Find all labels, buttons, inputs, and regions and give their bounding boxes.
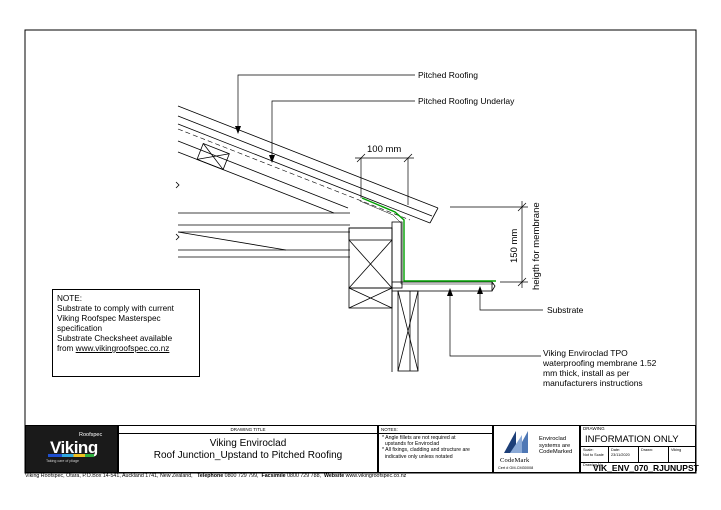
codemark-cert: Cert # GM-CM30008 <box>498 466 534 470</box>
drawn-value: Viking <box>671 448 682 452</box>
vikingroofspec-link[interactable]: www.vikingroofspec.co.nz <box>75 344 170 353</box>
notes-line: * All fixings, cladding and structure ar… <box>382 447 470 454</box>
drawn-label-cell: Drawn: <box>639 447 669 462</box>
codemark-desc-line: Enviroclad <box>539 436 567 442</box>
dim-150-sublabel: heigth for membrane <box>531 202 542 290</box>
drawing-title-box: DRAWING TITLE Viking Enviroclad Roof Jun… <box>118 425 378 473</box>
codemark-icon <box>504 431 528 453</box>
footer-address: Viking Roofspec, Otara, P.O.Box 14-541, … <box>25 473 193 479</box>
footer-fax: 0800 729 788, <box>287 473 321 479</box>
notes-line: upstands for Enviroclad <box>382 441 440 448</box>
membrane-label-line-3: mm thick, install as per <box>543 368 630 378</box>
drawing-title-line-2: Roof Junction_Upstand to Pitched Roofing <box>153 450 343 461</box>
drawing-title-label: DRAWING TITLE <box>119 426 377 434</box>
scale-cell: Scale: Not to Scale <box>581 447 609 462</box>
membrane-label-line-2: waterproofing membrane 1.52 <box>542 358 657 368</box>
drawing-label: DRAWING <box>583 426 605 431</box>
codemark-wordmark: CodeMark <box>500 457 530 464</box>
dimension-100 <box>355 153 414 205</box>
codemark-desc-line: CodeMarked <box>539 449 573 456</box>
date-label: Date: <box>611 448 621 452</box>
leader-arrowheads <box>235 126 483 296</box>
sheet-border <box>24 29 697 474</box>
codemark-desc-line: systems are <box>539 442 571 449</box>
tpo-membrane <box>361 197 496 282</box>
footer-tel: 0800 729 799, <box>224 473 259 479</box>
scale-label: Scale: <box>583 448 594 452</box>
information-only-label: INFORMATION ONLY <box>585 434 679 445</box>
footer-web-label: Website <box>323 473 345 479</box>
dim-150-label: 150 mm <box>509 229 520 263</box>
codemark-box: CodeMark Cert # GM-CM30008 Enviroclad sy… <box>493 425 580 473</box>
notes-label: NOTES: <box>379 426 492 434</box>
footer-fax-label: Facsimile <box>261 473 286 479</box>
dimension-150 <box>450 201 528 288</box>
drawing-info-box: DRAWING INFORMATION ONLY Scale: Not to S… <box>580 425 699 473</box>
footer: Viking Roofspec, Otara, P.O.Box 14-541, … <box>25 473 406 479</box>
dim-100-label: 100 mm <box>367 144 401 155</box>
notes-line: * Angle fillets are not required at <box>382 435 456 441</box>
drawing-number: VIK_ENV_070_RJUNUPST <box>593 463 699 473</box>
logo-stripe <box>48 454 94 457</box>
pitched-roof-assembly <box>175 105 496 372</box>
membrane-label-line-1: Viking Enviroclad TPO <box>543 348 628 358</box>
drawing-meta-row: Scale: Not to Scale Date: 23/11/2020 Dra… <box>581 446 695 463</box>
note-line: Substrate to comply with current <box>57 304 174 313</box>
drawing-title-line-1: Viking Enviroclad <box>209 438 287 449</box>
roofing-underlay-line <box>177 128 411 221</box>
date-cell: Date: 23/11/2020 <box>609 447 639 462</box>
footer-web: www.vikingroofspec.co.nz <box>345 473 407 479</box>
viking-logo: Roofspec Viking Taking care of pliage <box>25 425 118 473</box>
pitched-roofing-underlay-label: Pitched Roofing Underlay <box>418 96 515 106</box>
note-line: NOTE: <box>57 294 83 303</box>
note-line: specification <box>57 324 103 333</box>
substrate-label: Substrate <box>547 305 584 315</box>
note-link-line: from www.vikingroofspec.co.nz <box>57 344 195 354</box>
drawn-label: Drawn: <box>641 448 654 452</box>
note-box: NOTE: Substrate to comply with current V… <box>52 289 200 377</box>
notes-line: indicative only unless notated <box>382 453 453 460</box>
footer-tel-label: Telephone <box>197 473 224 479</box>
leader-lines <box>237 74 543 357</box>
note-line: Viking Roofspec Masterspec <box>57 314 161 323</box>
note-link-prefix: from <box>57 344 76 353</box>
drawn-value-cell: Viking <box>669 447 696 462</box>
membrane-label-line-4: manufacturers instructions <box>543 378 643 388</box>
scale-value: Not to Scale <box>583 452 604 457</box>
date-value: 23/11/2020 <box>611 452 630 457</box>
logo-sub: Roofspec <box>79 432 103 438</box>
logo-brand: Viking <box>50 438 98 457</box>
note-line: Substrate Checksheet available <box>57 334 173 343</box>
drawing-number-label: Drawing No. <box>583 463 604 467</box>
logo-tagline: Taking care of pliage <box>46 459 79 463</box>
pitched-roofing-label: Pitched Roofing <box>418 70 478 80</box>
notes-box: NOTES: * Angle fillets are not required … <box>378 425 493 473</box>
